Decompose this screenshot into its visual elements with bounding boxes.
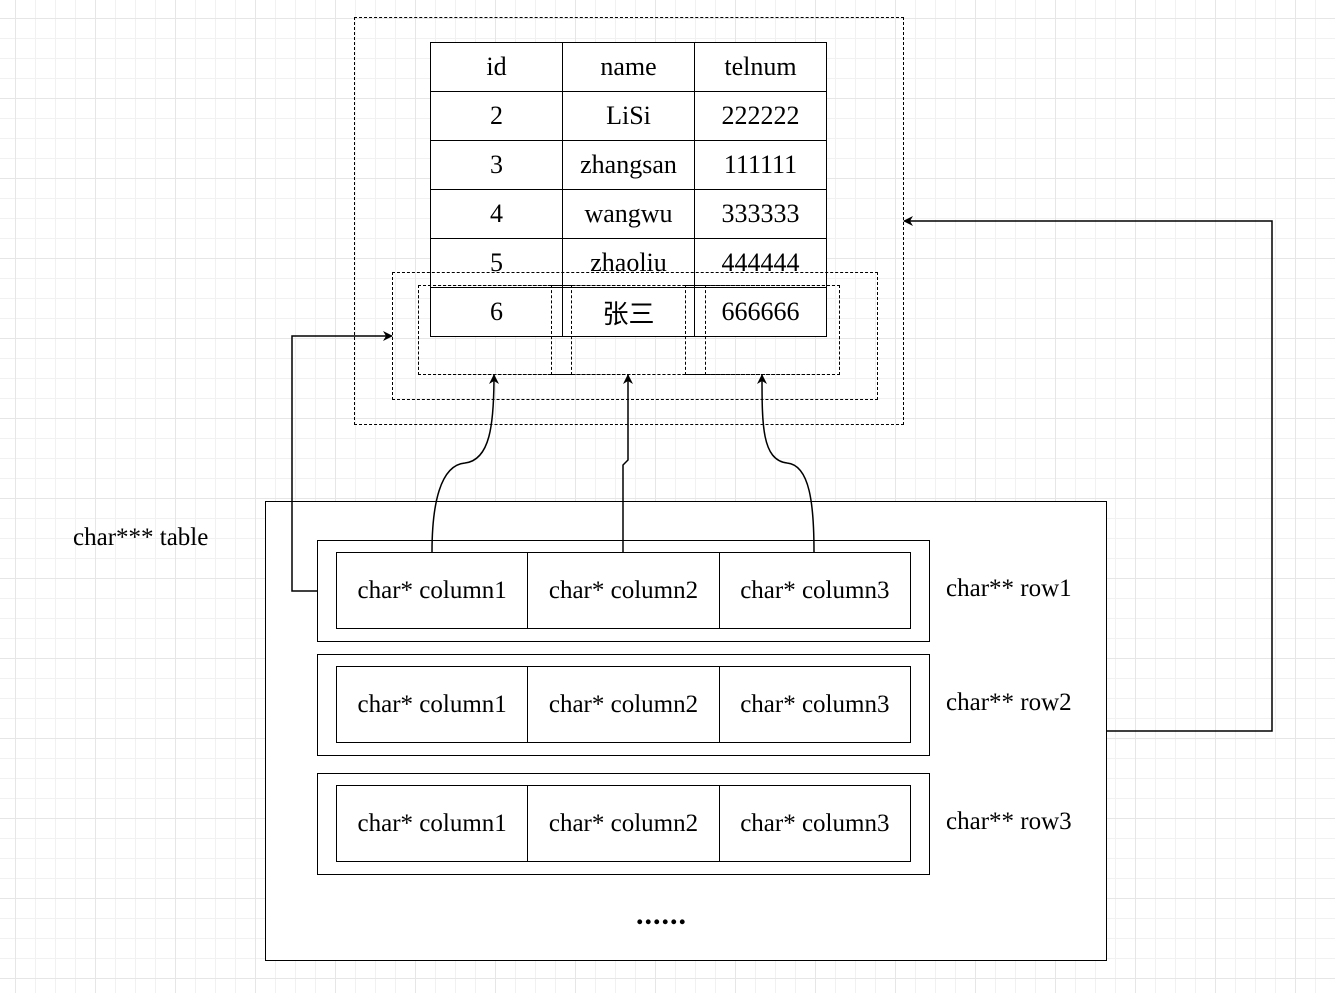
column3-pointer-cell: char* column3 xyxy=(740,690,890,718)
row2-box: char* column1 char* column2 char* column… xyxy=(317,654,930,756)
cell-name: 张三 xyxy=(562,287,695,337)
header-id: id xyxy=(430,42,563,92)
column1-pointer-cell: char* column1 xyxy=(337,786,529,861)
table-row: 4 wangwu 333333 xyxy=(430,189,827,239)
column3-dashed-box xyxy=(685,285,840,375)
cell-id: 4 xyxy=(430,189,563,239)
cell-telnum: 333333 xyxy=(694,189,827,239)
row1-label: char** row1 xyxy=(946,575,1072,602)
table-header-row: id name telnum xyxy=(430,42,827,92)
row3-label: char** row3 xyxy=(946,808,1072,835)
cell-name: zhangsan xyxy=(562,140,695,190)
column2-pointer-cell: char* column2 xyxy=(528,786,720,861)
row1-columns: char* column1 char* column2 char* column… xyxy=(336,552,911,629)
cell-name: wangwu xyxy=(562,189,695,239)
more-rows-ellipsis: ...... xyxy=(636,898,687,931)
table-row: 3 zhangsan 111111 xyxy=(430,140,827,190)
table-row: 5 zhaoliu 444444 xyxy=(430,238,827,288)
header-telnum: telnum xyxy=(694,42,827,92)
row2-label: char** row2 xyxy=(946,689,1072,716)
column1-pointer-cell: char* column1 xyxy=(337,667,529,742)
table-pointer-label: char*** table xyxy=(73,524,209,551)
column2-pointer-cell: char* column2 xyxy=(528,553,720,628)
column2-pointer-cell: char* column2 xyxy=(528,667,720,742)
column3-pointer-cell: char* column3 xyxy=(740,809,890,837)
column1-dashed-box xyxy=(418,285,572,375)
column3-pointer-cell: char* column3 xyxy=(740,576,890,604)
row3-box: char* column1 char* column2 char* column… xyxy=(317,773,930,875)
row1-box: char* column1 char* column2 char* column… xyxy=(317,540,930,642)
cell-id: 5 xyxy=(430,238,563,288)
cell-telnum: 666666 xyxy=(694,287,827,337)
cell-id: 6 xyxy=(430,287,563,337)
table-row: 6 张三 666666 xyxy=(430,287,827,337)
row2-columns: char* column1 char* column2 char* column… xyxy=(336,666,911,743)
database-table: id name telnum 2 LiSi 222222 3 zhangsan … xyxy=(430,42,827,337)
cell-telnum: 111111 xyxy=(694,140,827,190)
column2-dashed-box xyxy=(551,285,706,375)
column1-pointer-cell: char* column1 xyxy=(337,553,529,628)
header-name: name xyxy=(562,42,695,92)
row3-columns: char* column1 char* column2 char* column… xyxy=(336,785,911,862)
